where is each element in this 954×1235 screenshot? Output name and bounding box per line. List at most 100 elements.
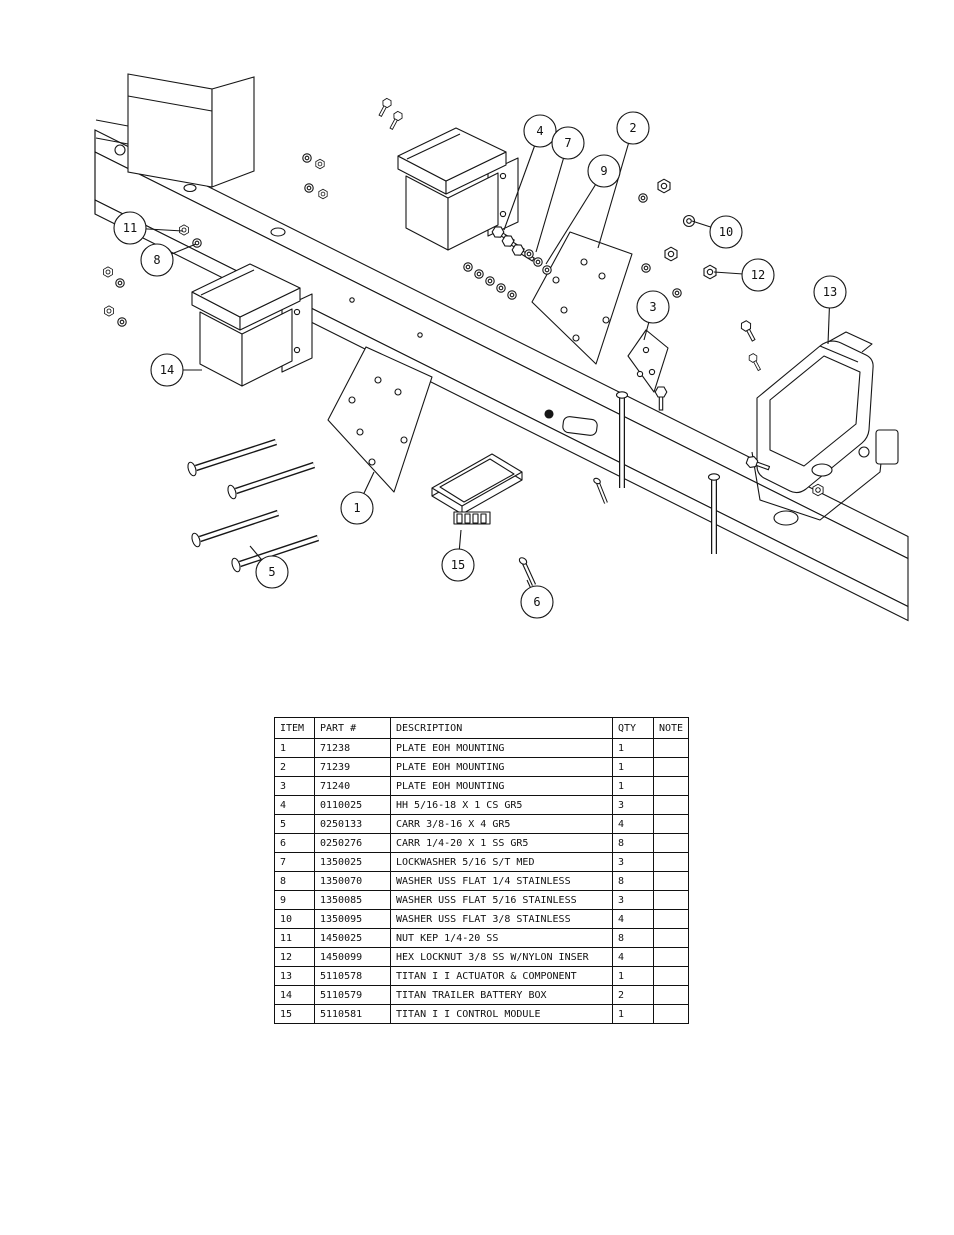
balloon-7: 7 <box>535 126 585 253</box>
cell-part: 1450025 <box>314 928 391 948</box>
table-header-row: ITEM PART # DESCRIPTION QTY NOTE <box>274 717 690 739</box>
cell-item: 3 <box>274 776 315 796</box>
svg-text:3: 3 <box>649 300 656 314</box>
table-row: 14 5110579 TITAN TRAILER BATTERY BOX 2 <box>274 985 690 1005</box>
cell-item: 2 <box>274 757 315 777</box>
svg-text:5: 5 <box>268 565 275 579</box>
svg-text:13: 13 <box>823 285 837 299</box>
carriage-bolts <box>187 438 320 573</box>
cell-qty: 4 <box>612 909 654 929</box>
table-row: 1 71238 PLATE EOH MOUNTING 1 <box>274 738 690 758</box>
balloon-9: 9 <box>545 154 621 265</box>
mounting-plate-1 <box>327 346 433 493</box>
cell-item: 1 <box>274 738 315 758</box>
cell-part: 1350025 <box>314 852 391 872</box>
cell-note <box>652 947 690 967</box>
balloon-2: 2 <box>597 111 650 249</box>
cell-item: 15 <box>274 1004 315 1024</box>
table-row: 2 71239 PLATE EOH MOUNTING 1 <box>274 757 690 777</box>
cell-note <box>652 966 690 986</box>
cell-desc: PLATE EOH MOUNTING <box>390 738 613 758</box>
cell-qty: 1 <box>612 1004 654 1024</box>
table-row: 12 1450099 HEX LOCKNUT 3/8 SS W/NYLON IN… <box>274 947 690 967</box>
svg-text:12: 12 <box>751 268 765 282</box>
svg-text:7: 7 <box>564 136 571 150</box>
cell-note <box>652 757 690 777</box>
table-row: 3 71240 PLATE EOH MOUNTING 1 <box>274 776 690 796</box>
cell-part: 71240 <box>314 776 391 796</box>
col-header-item: ITEM <box>274 717 315 739</box>
cell-item: 5 <box>274 814 315 834</box>
cell-note <box>652 833 690 853</box>
cell-desc: CARR 1/4-20 X 1 SS GR5 <box>390 833 613 853</box>
cell-note <box>652 1004 690 1024</box>
cell-part: 0250133 <box>314 814 391 834</box>
table-row: 5 0250133 CARR 3/8-16 X 4 GR5 4 <box>274 814 690 834</box>
cell-part: 1350095 <box>314 909 391 929</box>
cell-part: 5110581 <box>314 1004 391 1024</box>
col-header-qty: QTY <box>612 717 654 739</box>
cell-part: 5110579 <box>314 985 391 1005</box>
table-row: 6 0250276 CARR 1/4-20 X 1 SS GR5 8 <box>274 833 690 853</box>
cell-qty: 1 <box>612 757 654 777</box>
cell-note <box>652 871 690 891</box>
cell-note <box>652 909 690 929</box>
balloon-3: 3 <box>636 290 670 341</box>
svg-text:6: 6 <box>533 595 540 609</box>
cell-note <box>652 776 690 796</box>
table-row: 11 1450025 NUT KEP 1/4-20 SS 8 <box>274 928 690 948</box>
small-screws <box>518 477 608 586</box>
balloon-8: 8 <box>140 243 197 277</box>
cell-part: 1350070 <box>314 871 391 891</box>
cell-qty: 4 <box>612 947 654 967</box>
mounting-plate-3 <box>627 329 669 393</box>
cell-item: 8 <box>274 871 315 891</box>
cell-note <box>652 738 690 758</box>
cell-item: 14 <box>274 985 315 1005</box>
cell-part: 71238 <box>314 738 391 758</box>
cell-part: 1450099 <box>314 947 391 967</box>
col-header-note: NOTE <box>652 717 690 739</box>
cell-note <box>652 928 690 948</box>
control-module <box>431 453 523 525</box>
balloon-11: 11 <box>113 211 184 245</box>
svg-text:2: 2 <box>629 121 636 135</box>
cell-note <box>652 985 690 1005</box>
balloon-13: 13 <box>813 275 847 345</box>
cell-desc: TITAN I I CONTROL MODULE <box>390 1004 613 1024</box>
mounting-plate-2 <box>531 231 633 365</box>
cell-qty: 2 <box>612 985 654 1005</box>
cell-qty: 1 <box>612 776 654 796</box>
balloon-1: 1 <box>340 471 375 525</box>
cell-item: 4 <box>274 795 315 815</box>
svg-text:15: 15 <box>451 558 465 572</box>
cell-desc: TITAN I I ACTUATOR & COMPONENT <box>390 966 613 986</box>
table-row: 13 5110578 TITAN I I ACTUATOR & COMPONEN… <box>274 966 690 986</box>
balloon-14: 14 <box>150 353 202 387</box>
balloon-12: 12 <box>713 258 775 292</box>
cell-note <box>652 852 690 872</box>
cell-desc: PLATE EOH MOUNTING <box>390 757 613 777</box>
cell-part: 0110025 <box>314 795 391 815</box>
svg-text:11: 11 <box>123 221 137 235</box>
cell-qty: 8 <box>612 871 654 891</box>
cell-qty: 4 <box>612 814 654 834</box>
cell-desc: WASHER USS FLAT 3/8 STAINLESS <box>390 909 613 929</box>
balloon-10: 10 <box>691 215 743 249</box>
cell-qty: 1 <box>612 966 654 986</box>
fasteners-top <box>302 96 405 200</box>
balloon-15: 15 <box>441 529 475 582</box>
table-row: 4 0110025 HH 5/16-18 X 1 CS GR5 3 <box>274 795 690 815</box>
cell-item: 12 <box>274 947 315 967</box>
svg-text:1: 1 <box>353 501 360 515</box>
cell-desc: HH 5/16-18 X 1 CS GR5 <box>390 795 613 815</box>
cell-desc: PLATE EOH MOUNTING <box>390 776 613 796</box>
actuator-assembly <box>744 331 899 521</box>
cell-part: 71239 <box>314 757 391 777</box>
cell-item: 10 <box>274 909 315 929</box>
cell-item: 7 <box>274 852 315 872</box>
table-row: 15 5110581 TITAN I I CONTROL MODULE 1 <box>274 1004 690 1024</box>
cell-desc: NUT KEP 1/4-20 SS <box>390 928 613 948</box>
cell-part: 1350085 <box>314 890 391 910</box>
cell-desc: TITAN TRAILER BATTERY BOX <box>390 985 613 1005</box>
